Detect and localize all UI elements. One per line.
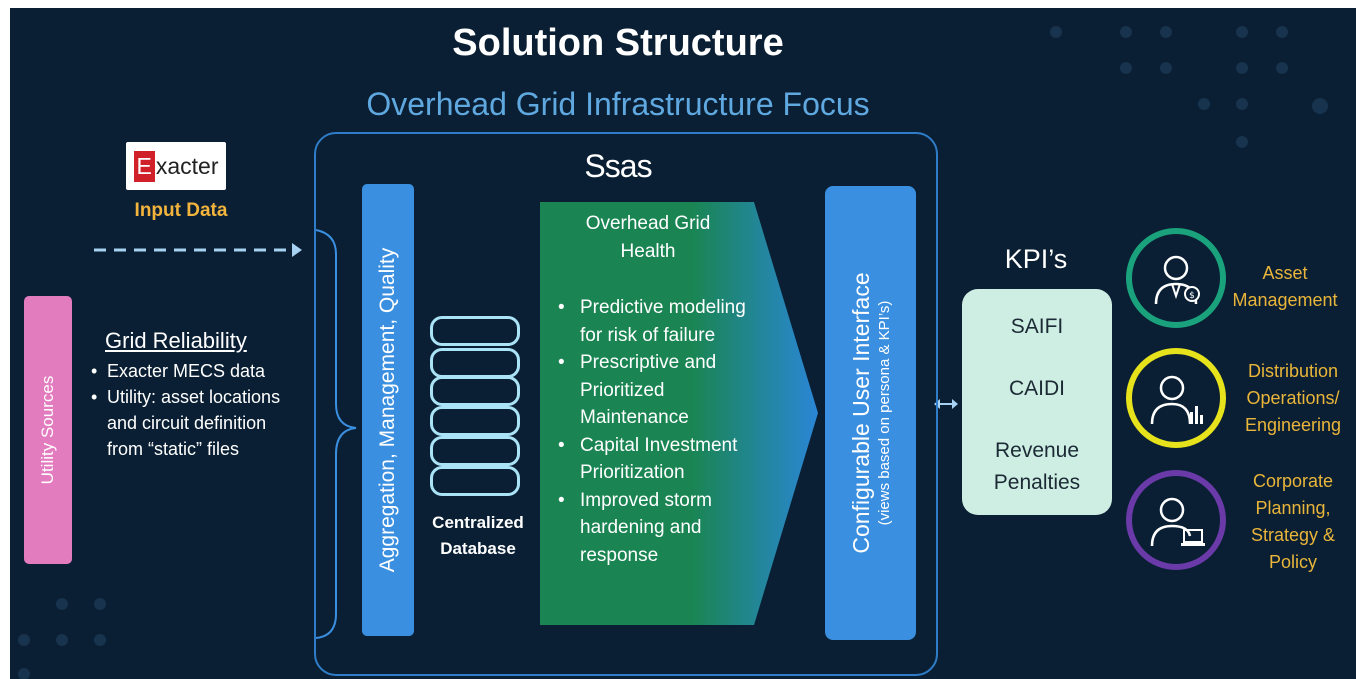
aggregation-label: Aggregation, Management, Quality [376, 247, 399, 573]
kpi-saifi: SAIFI [1010, 315, 1064, 338]
persona-label-asset: Asset Management [1232, 263, 1338, 310]
slide: Solution Structure Overhead Grid Infrast… [10, 8, 1356, 679]
grid-health-title: Overhead Grid Health [540, 210, 756, 266]
grouping-brace [315, 229, 357, 639]
exacter-logo-text: xacter [155, 152, 219, 179]
kpi-revenue-penalties: Revenue Penalties [993, 439, 1081, 494]
configurable-ui-title: Configurable User Interface [847, 272, 874, 554]
sas-solution-frame [314, 132, 938, 676]
grid-health-title-line1: Overhead Grid [585, 213, 711, 234]
corporate-planning-persona [1126, 470, 1226, 570]
input-arrow-head [292, 243, 302, 257]
utility-sources-bar: Utility Sources [24, 296, 72, 564]
list-item: Predictive modeling for risk of failure [550, 294, 770, 349]
database-label-line2: Database [440, 539, 516, 558]
asset-management-persona: $ [1126, 228, 1226, 328]
list-item: Prescriptive and Prioritized Maintenance [550, 349, 770, 432]
list-item: Utility: asset locations and circuit def… [89, 384, 289, 462]
kpi-caidi: CAIDI [1008, 377, 1065, 400]
user-dollar-icon: $ [1154, 255, 1200, 305]
configurable-ui-text: Configurable User Interface (views based… [847, 272, 895, 553]
grid-health-list: Predictive modeling for risk of failure … [550, 294, 770, 569]
configurable-ui-subtitle: (views based on persona & KPI’s) [875, 300, 893, 526]
distribution-operations-persona [1126, 348, 1226, 448]
grid-reliability-list: Exacter MECS data Utility: asset locatio… [89, 358, 289, 462]
aggregation-bar: Aggregation, Management, Quality [362, 184, 414, 636]
list-item: Improved storm hardening and response [550, 487, 770, 570]
list-item: Capital Investment Prioritization [550, 432, 770, 487]
persona-label-distribution: Distribution Operations/ Engineering [1244, 361, 1342, 435]
database-label-line1: Centralized [432, 513, 524, 532]
kpi-title: KPI’s [1004, 244, 1068, 274]
user-chart-icon [1150, 375, 1203, 425]
configurable-ui-panel: Configurable User Interface (views based… [825, 186, 916, 640]
sas-logo: Ssas [584, 148, 652, 184]
user-laptop-icon [1150, 497, 1205, 547]
grid-health-title-line2: Health [620, 241, 676, 262]
svg-text:$: $ [1189, 291, 1195, 301]
kpi-connector-right-head [952, 399, 958, 409]
list-item: Exacter MECS data [89, 358, 289, 384]
input-data-label: Input Data [134, 200, 228, 221]
slide-title: Solution Structure [452, 22, 784, 64]
utility-sources-label: Utility Sources [38, 375, 57, 485]
grid-reliability-title: Grid Reliability [105, 328, 247, 353]
database-label: Centralized Database [416, 510, 540, 562]
kpi-box: SAIFI CAIDI Revenue Penalties [962, 289, 1112, 515]
persona-label-corporate: Corporate Planning, Strategy & Policy [1250, 471, 1336, 572]
slide-subtitle: Overhead Grid Infrastructure Focus [366, 86, 870, 122]
exacter-logo-e: E [133, 150, 155, 182]
